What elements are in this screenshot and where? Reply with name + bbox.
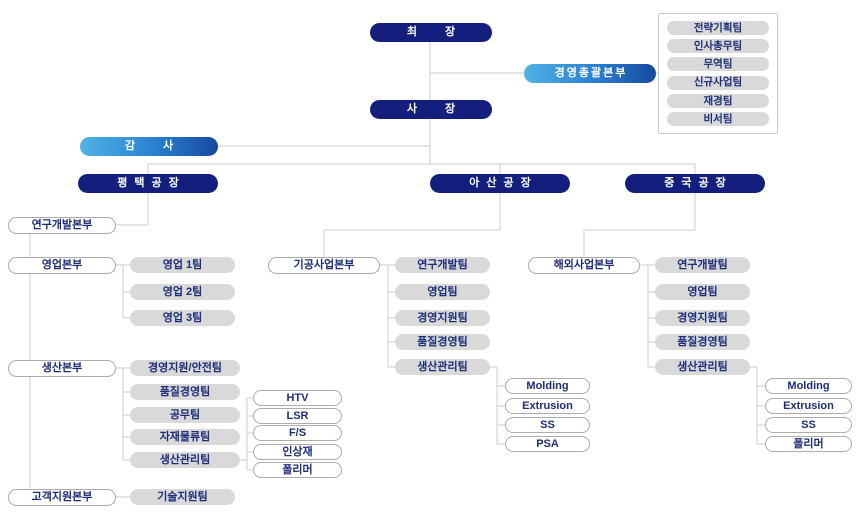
- node-mgmt-support-safety-team: 경영지원/안전팀: [130, 360, 240, 376]
- node-sales-team-2: 영업 2팀: [130, 284, 235, 300]
- node-china-quality-mgmt-team: 품질경영팀: [655, 334, 750, 350]
- node-engineering-team: 공무팀: [130, 407, 240, 423]
- node-asan-product-extrusion: Extrusion: [505, 398, 590, 414]
- node-china-rnd-team: 연구개발팀: [655, 257, 750, 273]
- node-asan-product-ss: SS: [505, 417, 590, 433]
- node-strategy-planning-team: 전략기획팀: [667, 21, 769, 35]
- node-china-mgmt-support-team: 경영지원팀: [655, 310, 750, 326]
- node-finance-team: 재경팀: [667, 93, 769, 108]
- node-sales-division: 영업본부: [8, 257, 116, 274]
- node-china-product-ss: SS: [765, 417, 852, 433]
- node-hr-general-affairs-team: 인사총무팀: [667, 39, 769, 54]
- node-tech-support-team: 기술지원팀: [130, 489, 235, 505]
- node-china-sales-team: 영업팀: [655, 284, 750, 300]
- node-asan-mgmt-support-team: 경영지원팀: [395, 310, 490, 326]
- node-sales-team-1: 영업 1팀: [130, 257, 235, 273]
- node-production-mgmt-team: 생산관리팀: [130, 452, 240, 468]
- node-asan-rnd-team: 연구개발팀: [395, 257, 490, 273]
- node-factory-china: 중국공장: [625, 174, 765, 193]
- node-customer-support-division: 고객지원본부: [8, 489, 116, 506]
- node-china-product-molding: Molding: [765, 378, 852, 394]
- node-new-business-team: 신규사업팀: [667, 75, 769, 90]
- node-factory-asan: 아산공장: [430, 174, 570, 193]
- node-china-product-extrusion: Extrusion: [765, 398, 852, 414]
- node-overseas-business-division: 해외사업본부: [528, 257, 640, 274]
- node-rnd-division: 연구개발본부: [8, 217, 116, 234]
- node-asan-product-psa: PSA: [505, 436, 590, 452]
- node-product-lsr: LSR: [253, 408, 342, 424]
- node-asan-production-mgmt-team: 생산관리팀: [395, 359, 490, 375]
- node-asan-product-molding: Molding: [505, 378, 590, 394]
- node-quality-mgmt-team: 품질경영팀: [130, 384, 240, 400]
- node-china-product-polymer: 폴리머: [765, 436, 852, 452]
- node-factory-pyeongtaek: 평택공장: [78, 174, 218, 193]
- node-product-htv: HTV: [253, 390, 342, 406]
- node-trade-team: 무역팀: [667, 57, 769, 72]
- node-president: 사장: [370, 100, 492, 119]
- node-secretary-team: 비서팀: [667, 111, 769, 126]
- node-asan-business-division: 기공사업본부: [268, 257, 380, 274]
- node-chairman: 최장: [370, 23, 492, 42]
- node-asan-quality-mgmt-team: 품질경영팀: [395, 334, 490, 350]
- node-china-production-mgmt-team: 생산관리팀: [655, 359, 750, 375]
- node-sales-team-3: 영업 3팀: [130, 310, 235, 326]
- node-production-division: 생산본부: [8, 360, 116, 377]
- node-auditor: 감사: [80, 137, 218, 156]
- node-asan-sales-team: 영업팀: [395, 284, 490, 300]
- node-material-logistics-team: 자재물류팀: [130, 429, 240, 445]
- node-management-hq: 경영총괄본부: [524, 64, 656, 83]
- node-product-impression-material: 인상재: [253, 444, 342, 460]
- management-teams-box: 전략기획팀 인사총무팀 무역팀 신규사업팀 재경팀 비서팀: [658, 13, 778, 134]
- node-product-polymer: 폴리머: [253, 462, 342, 478]
- node-product-fs: F/S: [253, 425, 342, 441]
